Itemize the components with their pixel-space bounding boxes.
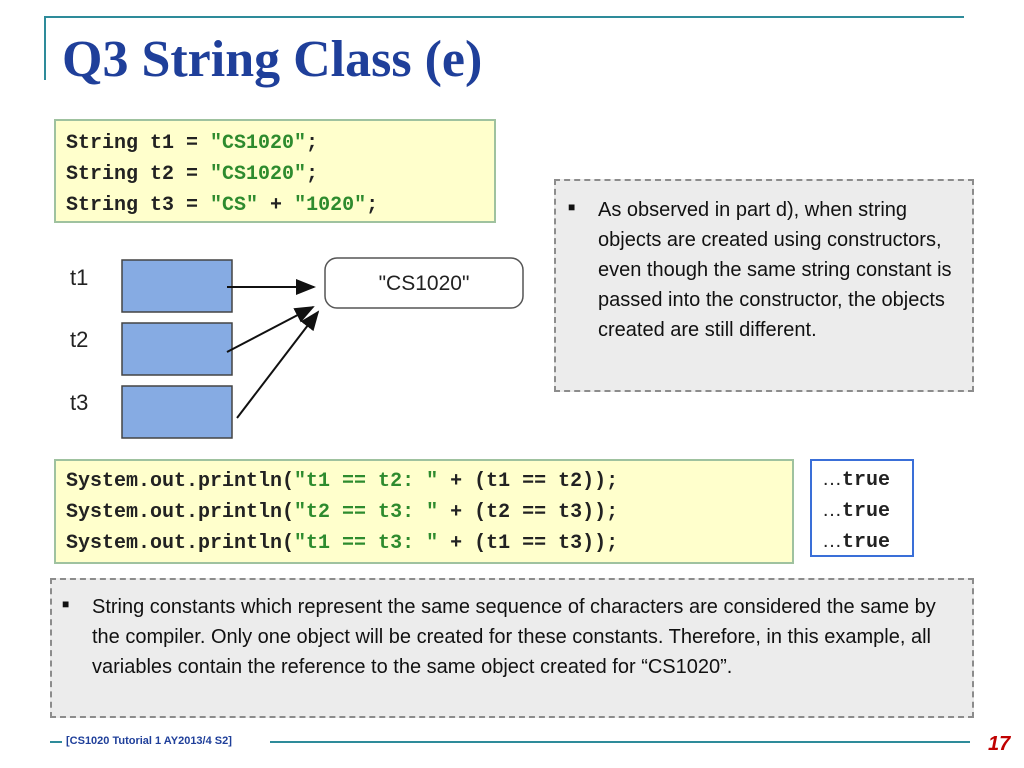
bullet-icon: ■	[62, 597, 70, 611]
code-line: String t2 = "CS1020";	[66, 163, 319, 186]
reference-diagram: t1 t2 t3 "CS1020"	[70, 257, 524, 439]
output-line: …true	[822, 530, 891, 554]
output-results: …true …true …true	[810, 459, 914, 557]
code-block-declarations: String t1 = "CS1020"; String t2 = "CS102…	[54, 119, 496, 223]
code-line: System.out.println("t2 == t3: " + (t2 ==…	[66, 501, 619, 524]
left-rule	[44, 16, 46, 80]
footer-rule-left	[50, 741, 62, 743]
reference-box	[121, 385, 233, 439]
string-object-label: "CS1020"	[379, 272, 470, 295]
reference-arrow	[236, 310, 320, 419]
footer-text: [CS1020 Tutorial 1 AY2013/4 S2]	[66, 735, 232, 747]
bullet-icon: ■	[568, 200, 576, 214]
note-text: String constants which represent the sam…	[92, 596, 936, 678]
code-line: String t3 = "CS" + "1020";	[66, 194, 379, 217]
output-line: …true	[822, 468, 891, 492]
note-constructor-objects: ■ As observed in part d), when string ob…	[554, 179, 974, 392]
slide-title: Q3 String Class (e)	[62, 31, 483, 88]
code-line: System.out.println("t1 == t3: " + (t1 ==…	[66, 532, 619, 555]
note-string-constants: ■ String constants which represent the s…	[50, 578, 974, 718]
variable-label: t3	[70, 390, 88, 415]
string-object	[324, 257, 524, 309]
variable-label: t2	[70, 327, 88, 352]
code-line: String t1 = "CS1020";	[66, 132, 319, 155]
note-text: As observed in part d), when string obje…	[598, 199, 952, 341]
top-rule	[44, 16, 964, 18]
output-line: …true	[822, 499, 891, 523]
reference-box	[121, 322, 233, 376]
variable-label: t1	[70, 265, 88, 290]
reference-box	[121, 259, 233, 313]
reference-arrow	[226, 306, 315, 353]
page-number: 17	[988, 733, 1011, 755]
footer-rule-right	[270, 741, 970, 743]
code-block-comparisons: System.out.println("t1 == t2: " + (t1 ==…	[54, 459, 794, 564]
code-line: System.out.println("t1 == t2: " + (t1 ==…	[66, 470, 619, 493]
